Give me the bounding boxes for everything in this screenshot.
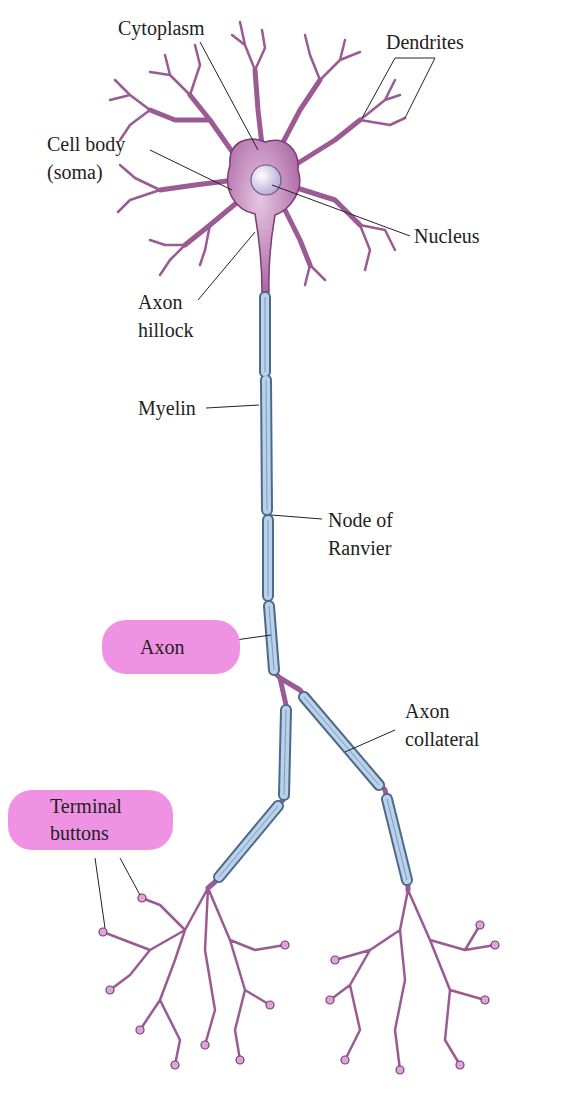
myelin-center-line xyxy=(219,297,407,880)
terminal-button xyxy=(331,956,339,964)
myelin-sheath-outline xyxy=(219,297,407,880)
terminal-button xyxy=(138,894,146,902)
highlight-box: Axon xyxy=(102,620,240,674)
terminal-button xyxy=(201,1041,209,1049)
terminal-arbor xyxy=(103,888,495,1070)
terminal-button xyxy=(476,921,484,929)
myelin-sheath xyxy=(219,297,407,880)
terminal-button xyxy=(171,1061,179,1069)
part-label: Node of Ranvier xyxy=(328,506,423,562)
part-name: Terminal buttons xyxy=(50,793,150,847)
terminal-button xyxy=(236,1056,244,1064)
terminal-button xyxy=(266,1001,274,1009)
nucleus xyxy=(251,165,281,195)
terminal-button-group xyxy=(99,894,499,1074)
part-name: Axon xyxy=(140,634,184,661)
terminal-button xyxy=(106,986,114,994)
terminal-button xyxy=(136,1026,144,1034)
part-label: Cell body (soma) xyxy=(47,130,152,186)
terminal-button xyxy=(491,941,499,949)
part-label: Myelin xyxy=(138,394,218,422)
terminal-button xyxy=(456,1061,464,1069)
terminal-button xyxy=(341,1056,349,1064)
highlight-box: Terminal buttons xyxy=(8,790,173,850)
cell-body xyxy=(228,139,300,292)
terminal-button xyxy=(396,1066,404,1074)
part-label: Axon hillock xyxy=(138,288,223,344)
terminal-button xyxy=(281,941,289,949)
part-label: Dendrites xyxy=(386,28,506,56)
part-label: Cytoplasm xyxy=(118,14,248,42)
part-label: Axon collateral xyxy=(405,697,515,753)
axon-core xyxy=(208,230,408,890)
terminal-button xyxy=(99,928,107,936)
terminal-button xyxy=(481,996,489,1004)
part-label: Nucleus xyxy=(414,222,514,250)
terminal-button xyxy=(326,996,334,1004)
